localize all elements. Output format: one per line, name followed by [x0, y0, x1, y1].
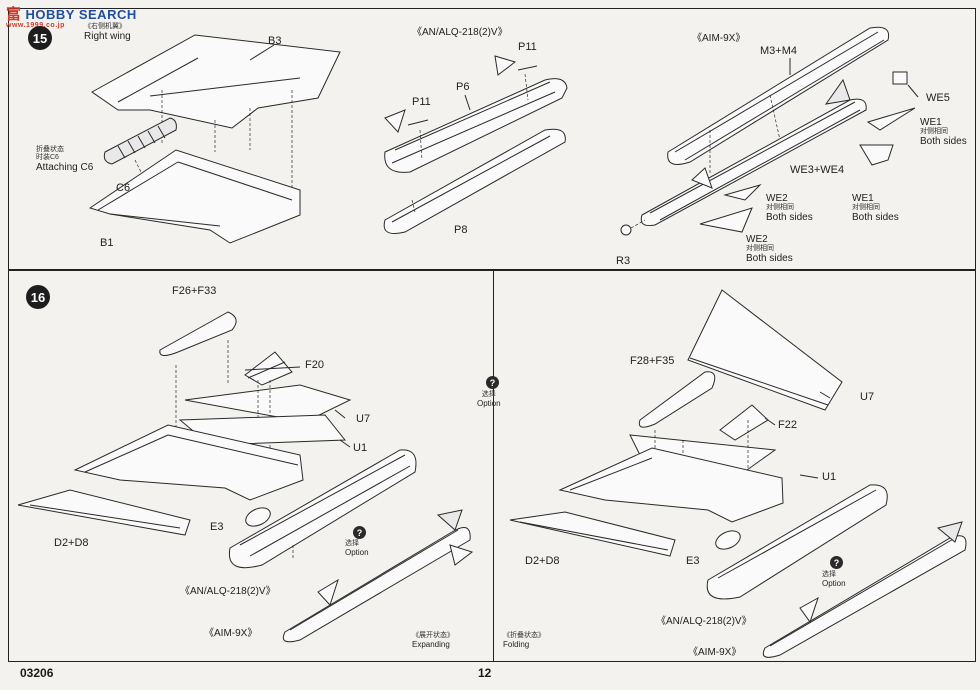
page-number: 12: [478, 666, 492, 680]
right-wing-caption: 《右侧机翼》Right wing: [84, 23, 131, 42]
part-we5-label: WE5: [926, 92, 950, 104]
step-16-expanding-panel: [8, 270, 494, 662]
part-f28f35-label: F28+F35: [630, 355, 675, 367]
missile-title-top: 《AIM-9X》: [692, 33, 746, 44]
part-e3-right-label: E3: [686, 555, 700, 567]
part-f26f33-label: F26+F33: [172, 285, 217, 297]
option-right-icon: ?: [830, 556, 843, 569]
part-u7-right-label: U7: [860, 391, 875, 403]
kit-code: 03206: [20, 666, 54, 680]
pod-label-right: 《AN/ALQ-218(2)V》: [656, 616, 752, 627]
part-we3we4-label: WE3+WE4: [790, 164, 845, 176]
part-c6-label: C6: [116, 182, 131, 194]
missile-label-right: 《AIM-9X》: [688, 647, 742, 658]
part-m3m4-label: M3+M4: [760, 45, 797, 57]
part-u1-right-label: U1: [822, 471, 837, 483]
part-e3-left-label: E3: [210, 521, 224, 533]
part-f20-label: F20: [305, 359, 324, 371]
part-b3-label: B3: [268, 35, 282, 47]
part-u1-left-label: U1: [353, 442, 368, 454]
part-p11-right-label: P11: [518, 41, 537, 53]
part-p8-label: P8: [454, 224, 468, 236]
step-15-number: 15: [28, 26, 52, 50]
missile-label-left: 《AIM-9X》: [204, 628, 258, 639]
step-15-panel: [8, 8, 976, 270]
option-left-icon: ?: [353, 526, 366, 539]
part-p11-left-label: P11: [412, 96, 431, 108]
pod-label-left: 《AN/ALQ-218(2)V》: [180, 586, 276, 597]
part-u7-left-label: U7: [356, 413, 371, 425]
part-d2d8-right-label: D2+D8: [525, 555, 560, 567]
part-p6-label: P6: [456, 81, 470, 93]
step-16-number: 16: [26, 285, 50, 309]
part-d2d8-left-label: D2+D8: [54, 537, 89, 549]
part-f22-label: F22: [778, 419, 797, 431]
option-center-icon: ?: [486, 376, 499, 389]
pod-title-top: 《AN/ALQ-218(2)V》: [412, 27, 508, 38]
step-16-folding-panel: [493, 270, 976, 662]
folding-state-caption-16: 《折叠状态》Folding: [503, 632, 545, 649]
expanding-state-caption: 《展开状态》Expanding: [412, 632, 454, 649]
part-b1-label: B1: [100, 237, 114, 249]
part-r3-label: R3: [616, 255, 631, 267]
